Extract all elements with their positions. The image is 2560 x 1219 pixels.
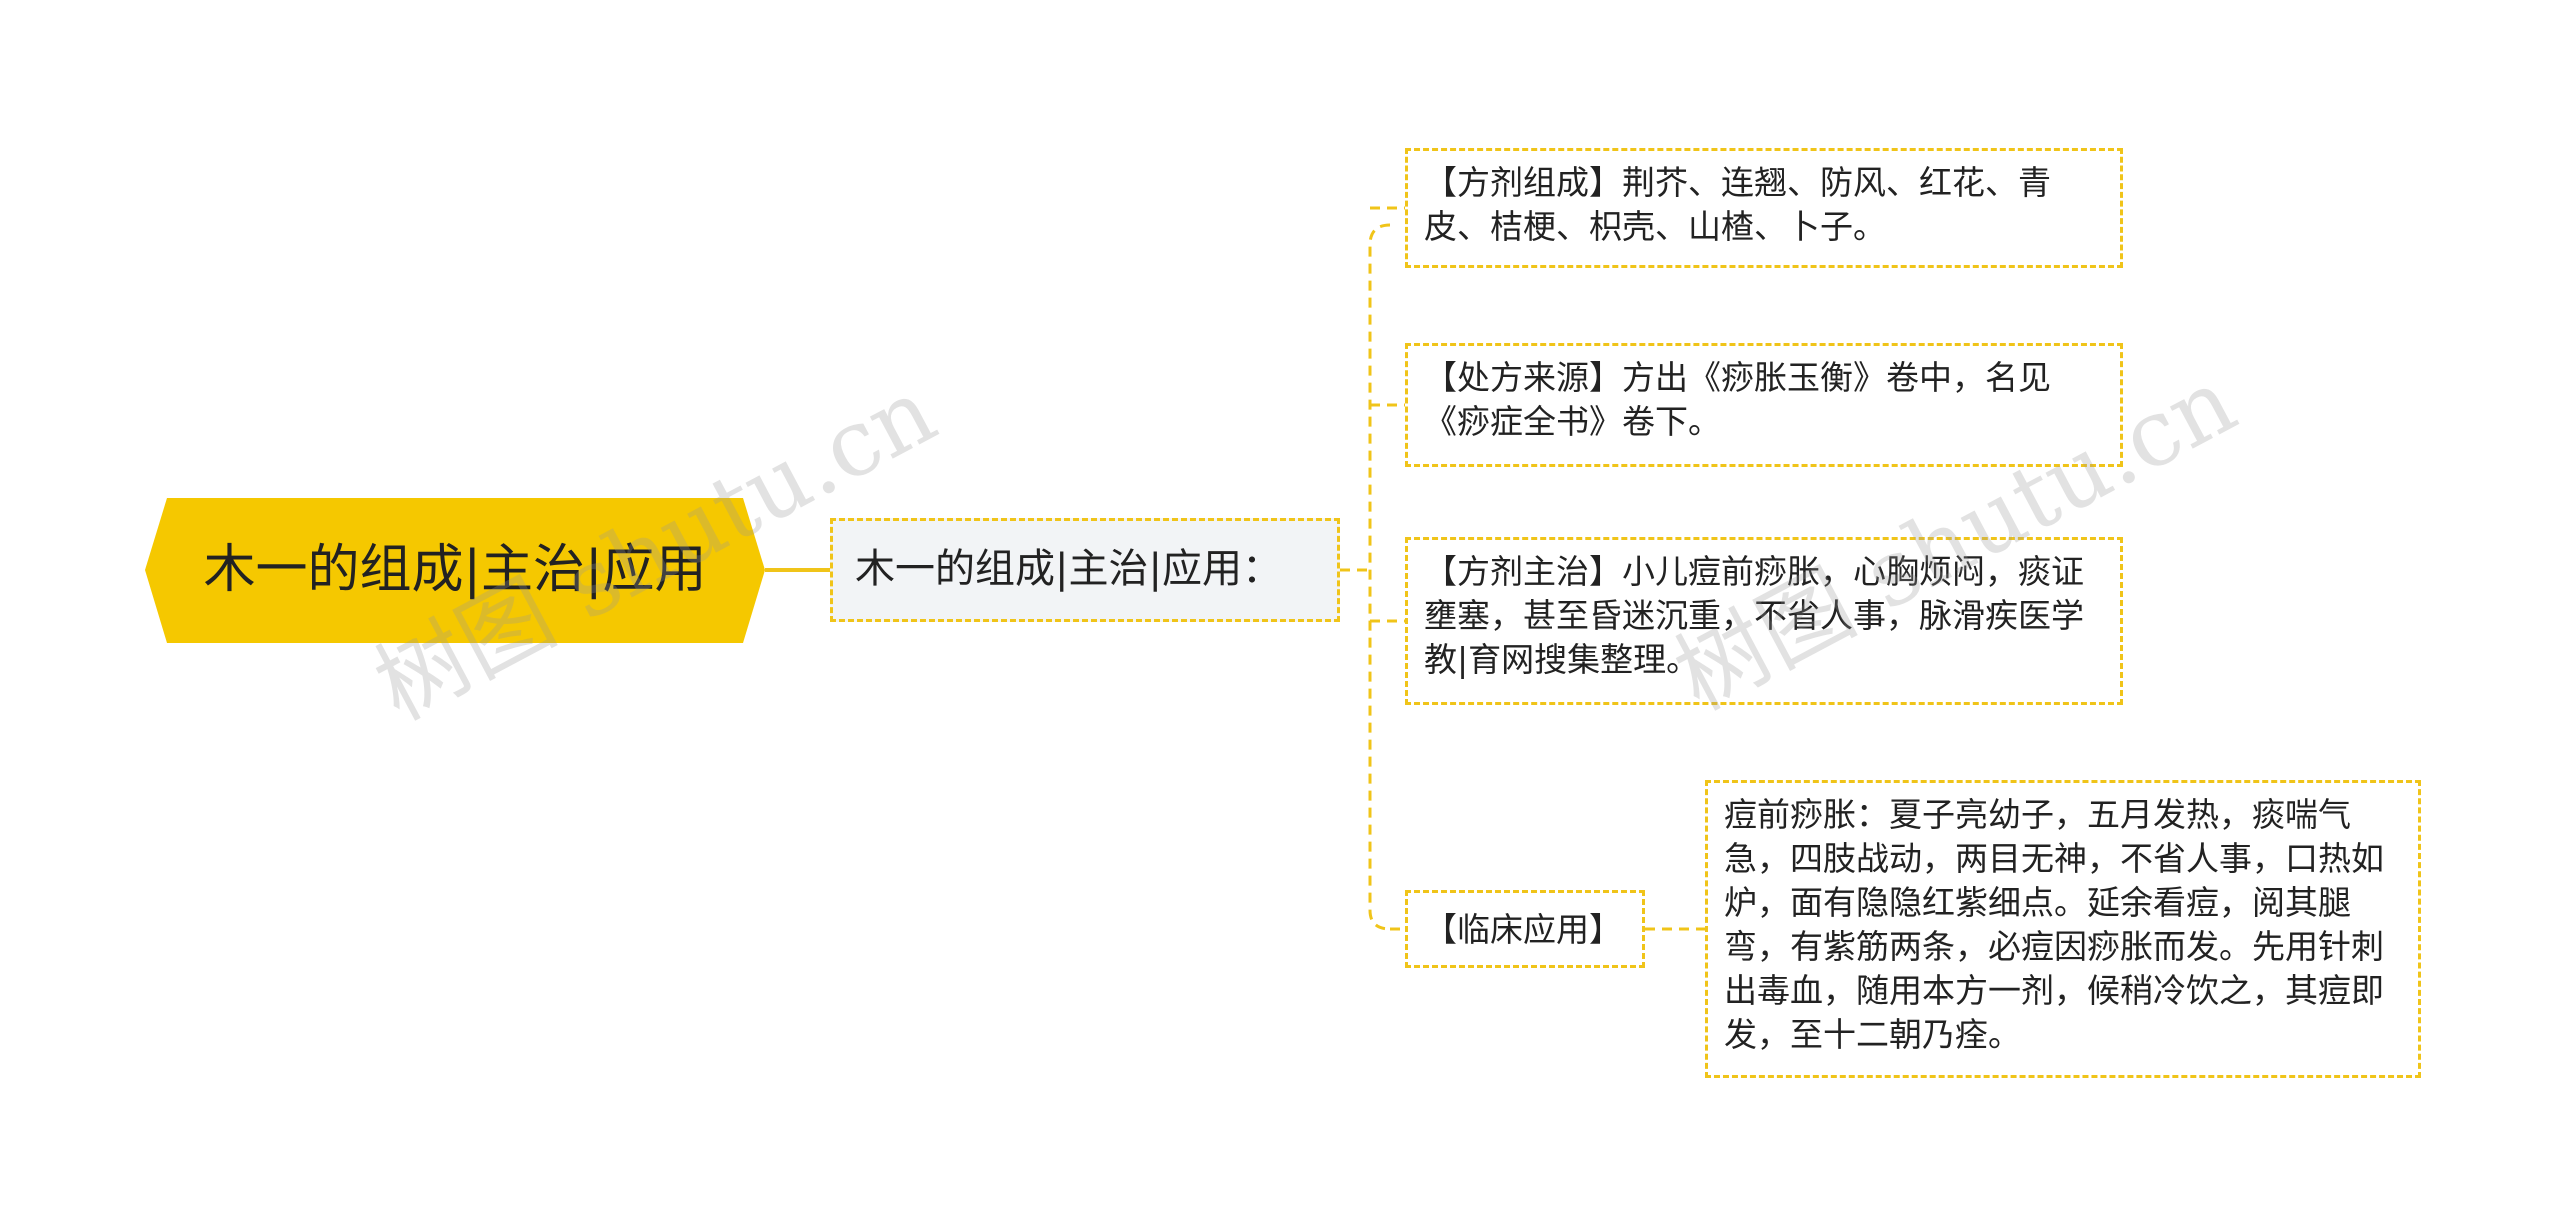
branch-node-indications[interactable]: 【方剂主治】小儿痘前痧胀，心胸烦闷，痰证壅塞，甚至昏迷沉重，不省人事，脉滑疾医学… [1405,537,2123,705]
branch-node-composition[interactable]: 【方剂组成】荆芥、连翘、防风、红花、青皮、桔梗、枳壳、山楂、卜子。 [1405,148,2123,268]
branch-node-source[interactable]: 【处方来源】方出《痧胀玉衡》卷中，名见《痧症全书》卷下。 [1405,343,2123,467]
application-detail-label: 痘前痧胀：夏子亮幼子，五月发热，痰喘气急，四肢战动，两目无神，不省人事，口热如炉… [1724,795,2384,1054]
branch-label-source: 【处方来源】方出《痧胀玉衡》卷中，名见《痧症全书》卷下。 [1424,358,2051,441]
branch-label-clinical-application: 【临床应用】 [1424,910,1622,949]
application-detail-node[interactable]: 痘前痧胀：夏子亮幼子，五月发热，痰喘气急，四肢战动，两目无神，不省人事，口热如炉… [1705,780,2421,1078]
root-topic-node[interactable]: 木一的组成|主治|应用 [145,498,765,643]
root-topic-shape [145,498,765,643]
branch-label-composition: 【方剂组成】荆芥、连翘、防风、红花、青皮、桔梗、枳壳、山楂、卜子。 [1424,163,2051,246]
branch-label-indications: 【方剂主治】小儿痘前痧胀，心胸烦闷，痰证壅塞，甚至昏迷沉重，不省人事，脉滑疾医学… [1424,552,2084,679]
root-topic-label: 木一的组成|主治|应用 [203,540,707,600]
hub-topic-node[interactable]: 木一的组成|主治|应用： [830,518,1340,622]
branch-node-clinical-application[interactable]: 【临床应用】 [1405,890,1645,968]
hub-topic-label: 木一的组成|主治|应用： [855,546,1282,592]
connector-spine [1368,223,1391,931]
